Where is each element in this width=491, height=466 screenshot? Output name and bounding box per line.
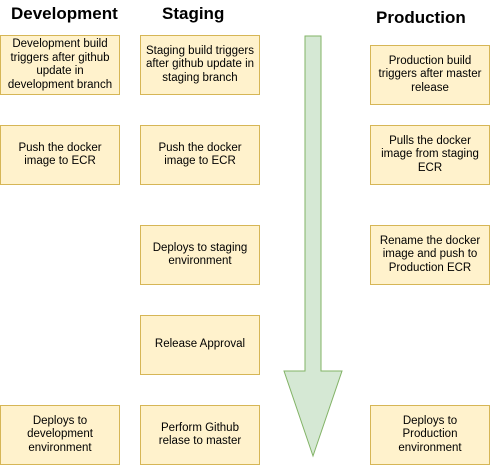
step-label: Push the docker image to ECR [158,141,242,168]
step-label: Deploys to staging environment [152,241,248,268]
dev-build-trigger-step: Development build triggers after github … [0,35,120,95]
dev-deploy-step: Deploys to development environment [0,405,120,465]
release-approval-step: Release Approval [140,315,260,375]
github-release-step: Perform Github relase to master [140,405,260,465]
staging-build-trigger-step: Staging build triggers after github upda… [140,35,260,95]
development-column-title: Development [11,4,118,23]
production-column-title: Production [376,8,466,27]
prod-build-trigger-step: Production build triggers after master r… [370,45,490,105]
prod-rename-push-step: Rename the docker image and push to Prod… [370,225,490,285]
staging-deploy-step: Deploys to staging environment [140,225,260,285]
step-label: Rename the docker image and push to Prod… [379,234,481,274]
staging-column-title: Staging [162,4,225,23]
step-label: Deploys to development environment [27,414,93,454]
step-label: Production build triggers after master r… [378,54,482,94]
step-label: Development build triggers after github … [7,38,113,91]
prod-pull-image-step: Pulls the docker image from staging ECR [370,125,490,185]
flow-arrow-shape [283,35,343,458]
step-label: Perform Github relase to master [158,421,242,448]
prod-deploy-step: Deploys to Production environment [370,405,490,465]
step-label: Release Approval [154,338,246,351]
step-label: Staging build triggers after github upda… [145,44,255,84]
dev-push-image-step: Push the docker image to ECR [0,125,120,185]
step-label: Deploys to Production environment [398,414,462,454]
step-label: Push the docker image to ECR [18,141,102,168]
step-label: Pulls the docker image from staging ECR [381,134,479,174]
staging-push-image-step: Push the docker image to ECR [140,125,260,185]
